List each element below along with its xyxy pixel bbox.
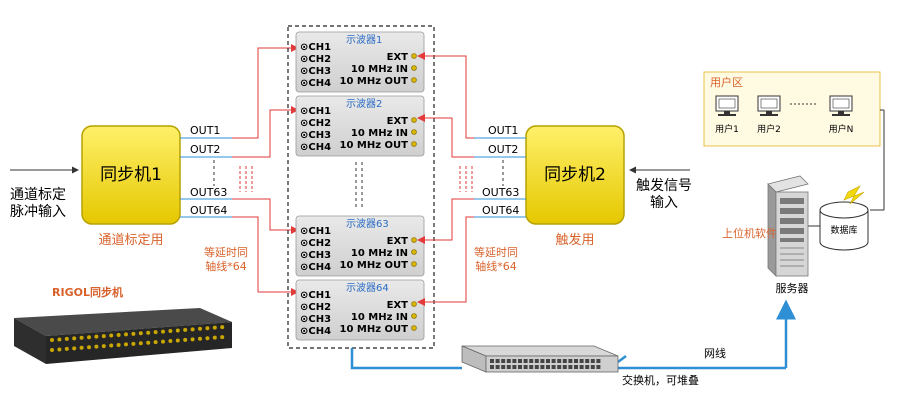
scope-channel-label: ⊙CH1 <box>300 42 331 53</box>
scope-channel-label: ⊙CH1 <box>300 226 331 237</box>
scope-input-label: 10 MHz OUT <box>340 260 409 271</box>
scope-input-label: EXT <box>387 52 409 63</box>
sync2-input-line2: 输入 <box>650 195 678 211</box>
network-label: 网线 <box>704 346 726 360</box>
sync1-out64-label: OUT64 <box>190 204 227 217</box>
scope-channel-label: ⊙CH2 <box>300 118 331 129</box>
bnc-connector-icon <box>411 301 417 307</box>
bnc-connector-icon <box>411 261 417 267</box>
scope-channel-label: ⊙CH1 <box>300 106 331 117</box>
user-computer-icon <box>715 95 739 116</box>
database-icon <box>819 185 869 251</box>
scope-input-label: 10 MHz OUT <box>340 76 409 87</box>
switch-label: 交换机，可堆叠 <box>622 373 699 387</box>
user-computer-icon <box>757 95 781 116</box>
scope-input-label: 10 MHz IN <box>351 64 408 75</box>
sync1-title: 同步机1 <box>100 165 162 185</box>
sync2-out2-label: OUT2 <box>488 143 518 156</box>
rigol-sync-device-image <box>14 308 232 364</box>
sync-unit-1 <box>81 125 181 225</box>
user-label: 用户N <box>829 123 854 135</box>
user-computer-icon <box>829 95 853 116</box>
upper-software-label: 上位机软件 <box>722 226 777 240</box>
server-icon <box>767 175 809 277</box>
scope-channel-label: ⊙CH4 <box>300 142 331 153</box>
scope-channel-label: ⊙CH2 <box>300 238 331 249</box>
scope-title: 示波器2 <box>346 97 382 110</box>
sync2-out1-label: OUT1 <box>488 124 518 137</box>
sync1-out1-label: OUT1 <box>190 124 220 137</box>
scope-channel-label: ⊙CH3 <box>300 66 331 77</box>
sync2-out64-label: OUT64 <box>482 204 519 217</box>
bnc-connector-icon <box>411 313 417 319</box>
user-label: 用户2 <box>757 123 781 135</box>
scope-input-label: 10 MHz IN <box>351 312 408 323</box>
sync1-out2-label: OUT2 <box>190 143 220 156</box>
scope-channel-label: ⊙CH2 <box>300 54 331 65</box>
lightning-icon <box>843 185 865 205</box>
sync2-caption: 触发用 <box>555 232 594 248</box>
scope-channel-label: ⊙CH4 <box>300 326 331 337</box>
network-switch-image <box>461 345 619 373</box>
bnc-connector-icon <box>411 325 417 331</box>
database-label: 数据库 <box>830 224 857 236</box>
scope-input-label: 10 MHz IN <box>351 128 408 139</box>
sync1-input-line1: 通道标定 <box>10 187 66 203</box>
left-delay-cable-line1: 等延时同 <box>204 245 248 259</box>
sync2-out63-label: OUT63 <box>482 186 519 199</box>
bnc-connector-icon <box>411 65 417 71</box>
right-delay-cable-line2: 轴线*64 <box>475 259 517 273</box>
bnc-connector-icon <box>411 53 417 59</box>
bnc-connector-icon <box>411 77 417 83</box>
sync1-caption: 通道标定用 <box>98 233 163 248</box>
scope-channel-label: ⊙CH2 <box>300 302 331 313</box>
scope-input-label: EXT <box>387 300 409 311</box>
bnc-connector-icon <box>411 249 417 255</box>
scope-input-label: 10 MHz IN <box>351 248 408 259</box>
scope-title: 示波器63 <box>346 217 389 230</box>
scope-channel-label: ⊙CH3 <box>300 130 331 141</box>
scope-title: 示波器64 <box>346 281 389 294</box>
scope-input-label: EXT <box>387 236 409 247</box>
scope-input-label: 10 MHz OUT <box>340 140 409 151</box>
scope-channel-label: ⊙CH3 <box>300 250 331 261</box>
sync2-input-line1: 触发信号 <box>636 178 692 194</box>
bnc-connector-icon <box>411 237 417 243</box>
sync2-title: 同步机2 <box>544 165 606 185</box>
sync1-out63-label: OUT63 <box>190 186 227 199</box>
scope-input-label: EXT <box>387 116 409 127</box>
bnc-connector-icon <box>411 141 417 147</box>
sync1-input-line2: 脉冲输入 <box>10 204 66 220</box>
bnc-connector-icon <box>411 129 417 135</box>
scope-channel-label: ⊙CH3 <box>300 314 331 325</box>
scope-channel-label: ⊙CH4 <box>300 262 331 273</box>
user-area-title: 用户区 <box>710 75 743 89</box>
rigol-label: RIGOL同步机 <box>52 285 123 299</box>
scope-input-label: 10 MHz OUT <box>340 324 409 335</box>
left-delay-cable-line2: 轴线*64 <box>205 259 247 273</box>
bnc-connector-icon <box>411 117 417 123</box>
scope-group-frame <box>287 25 435 349</box>
server-label: 服务器 <box>776 282 809 295</box>
scope-channel-label: ⊙CH1 <box>300 290 331 301</box>
sync-unit-2 <box>525 125 625 225</box>
right-delay-cable-line1: 等延时同 <box>474 245 518 259</box>
user-label: 用户1 <box>715 123 739 135</box>
scope-title: 示波器1 <box>346 33 382 46</box>
scope-channel-label: ⊙CH4 <box>300 78 331 89</box>
